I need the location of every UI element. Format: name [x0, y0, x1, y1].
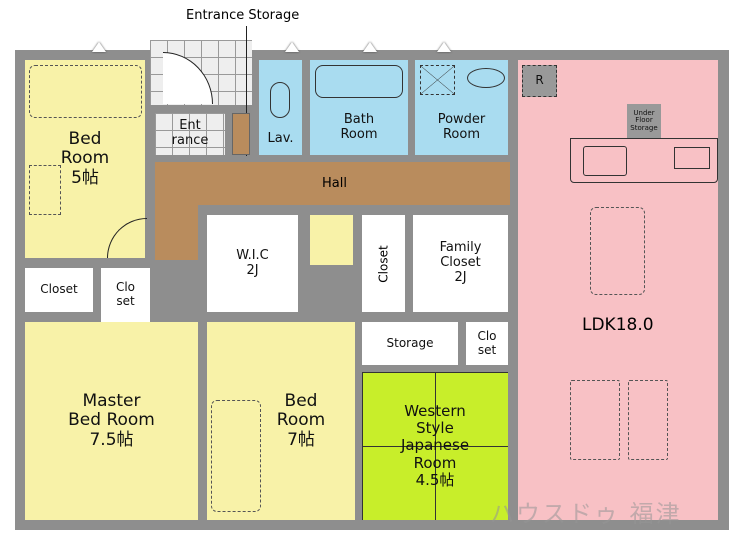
lavatory: Lav. [259, 60, 302, 155]
washer-space-icon [420, 65, 455, 95]
bathtub-icon [315, 65, 403, 98]
walk-in-closet: W.I.C 2J [207, 215, 298, 312]
kitchen-counter [570, 138, 718, 183]
under-floor-storage: Under Floor Storage [627, 104, 661, 138]
coffee-table [628, 380, 668, 460]
sink-icon [467, 68, 505, 88]
bed-furniture [29, 65, 142, 118]
storage: Storage [362, 322, 458, 365]
window-marker [285, 42, 299, 52]
hall [155, 162, 510, 205]
hall-corridor [155, 162, 198, 260]
watermark: ハウスドゥ 福津 [490, 500, 682, 528]
window-marker [437, 42, 451, 52]
hall-label: Hall [322, 176, 347, 191]
lav-label: Lav. [267, 131, 294, 147]
shoe-storage [232, 113, 250, 155]
hall-nook [310, 215, 353, 265]
closet-left: Closet [25, 268, 93, 312]
bed-furniture-7 [211, 400, 261, 512]
dining-table [590, 207, 645, 295]
bed-room-7: Bed Room 7帖 [207, 322, 355, 520]
desk-furniture [29, 165, 61, 215]
entrance: Ent rance [155, 113, 225, 155]
refrigerator-space: R [522, 65, 557, 97]
leader-line [246, 26, 247, 156]
sofa [570, 380, 620, 460]
closet-vertical-label: Closet [376, 244, 391, 283]
toilet-icon [270, 82, 290, 118]
closet-vertical: Closet [362, 215, 405, 312]
window-marker [92, 42, 106, 52]
entrance-storage-label: Entrance Storage [186, 8, 300, 23]
western-style-japanese-room: Western Style Japanese Room 4.5帖 [362, 372, 508, 520]
ldk-label: LDK18.0 [582, 315, 654, 335]
kitchen-sink-icon [583, 146, 627, 176]
closet-set-right: Clo set [466, 322, 508, 365]
ldk [518, 60, 718, 520]
bath-room: Bath Room [310, 60, 408, 155]
window-marker [363, 42, 377, 52]
family-closet: Family Closet 2J [413, 215, 508, 312]
master-bed-room: Master Bed Room 7.5帖 [25, 322, 198, 520]
closet-set-left: Clo set [101, 268, 150, 322]
stove-icon [674, 147, 710, 169]
